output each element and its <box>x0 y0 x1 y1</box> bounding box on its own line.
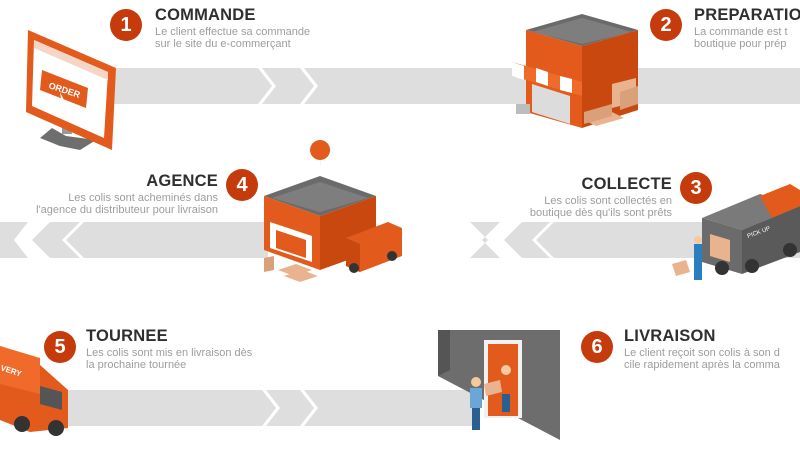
step-number-badge: 6 <box>581 331 613 363</box>
agency-building-icon <box>264 140 402 282</box>
pickup-truck-icon: PICK UP <box>672 184 800 280</box>
step-description: Le client effectue sa commande sur le si… <box>155 26 311 50</box>
step-title: TOURNEE <box>86 327 168 345</box>
step-number-badge: 4 <box>226 169 258 201</box>
step-title: PREPARATION <box>694 6 800 24</box>
step-number-badge: 2 <box>650 9 682 41</box>
road-row-3 <box>60 390 480 426</box>
road-row-1 <box>100 68 800 104</box>
step-description: Les colis sont collectés en boutique dès… <box>529 195 672 219</box>
step-description: Les colis sont acheminés dans l'agence d… <box>36 192 218 216</box>
step-number-badge: 1 <box>110 9 142 41</box>
shop-icon <box>512 14 638 128</box>
step-title: LIVRAISON <box>624 327 716 345</box>
step-description: Les colis sont mis en livraison dès la p… <box>86 347 253 371</box>
step-number-badge: 3 <box>680 172 712 204</box>
delivery-van-icon: VERY <box>0 346 68 436</box>
step-description: Le client reçoit son colis à son d cile … <box>624 347 780 371</box>
order-screen-icon: ORDER <box>26 30 116 150</box>
step-number-badge: 5 <box>44 331 76 363</box>
step-title: COLLECTE <box>581 175 672 193</box>
step-title: COMMANDE <box>155 6 256 24</box>
step-description: La commande est t boutique pour prép <box>694 26 788 50</box>
step-title: AGENCE <box>146 172 218 190</box>
door-delivery-icon <box>438 330 560 440</box>
